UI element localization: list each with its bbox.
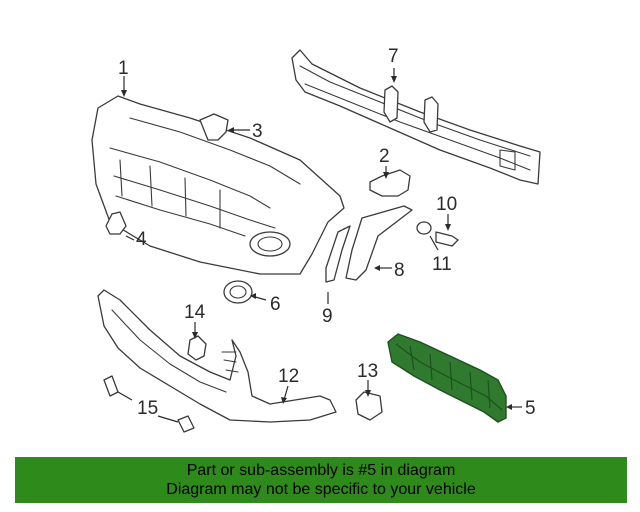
part-10-bolt <box>435 231 459 247</box>
callout-2: 2 <box>379 146 390 167</box>
callout-11: 11 <box>432 254 452 275</box>
part-3-bracket <box>199 113 229 141</box>
part-7-reinforcement <box>291 49 541 185</box>
banner-line-2: Diagram may not be specific to your vehi… <box>166 481 476 498</box>
callout-labels: 1 7 3 2 10 4 11 8 6 9 14 12 13 5 15 <box>118 46 536 419</box>
callout-15: 15 <box>137 398 158 419</box>
callout-13: 13 <box>357 361 378 382</box>
banner-line-1: Part or sub-assembly is #5 in diagram <box>186 462 456 479</box>
callout-3: 3 <box>252 121 263 142</box>
callout-4: 4 <box>136 229 147 250</box>
parts-diagram: 1 7 3 2 10 4 11 8 6 9 14 12 13 5 15 <box>91 46 541 433</box>
part-1-bumper-cover <box>91 95 345 275</box>
part-14-clip <box>187 335 207 361</box>
callout-6: 6 <box>270 294 281 315</box>
part-4-clip <box>105 211 127 235</box>
callout-8: 8 <box>394 260 405 281</box>
callout-5: 5 <box>525 398 536 419</box>
part-13-bracket <box>355 391 383 421</box>
callout-14: 14 <box>184 302 206 323</box>
callout-10: 10 <box>436 194 457 215</box>
callout-12: 12 <box>278 366 299 387</box>
part-5-highlighted <box>387 333 507 423</box>
callout-9: 9 <box>322 306 333 327</box>
part-11-nut <box>416 221 432 235</box>
info-banner: Part or sub-assembly is #5 in diagram Di… <box>15 457 627 503</box>
callout-7: 7 <box>388 46 399 67</box>
part-6-emblem <box>223 280 253 304</box>
callout-1: 1 <box>118 58 129 79</box>
part-12-lower-absorber <box>97 289 337 423</box>
part-8-trim <box>345 205 413 281</box>
part-2-bracket <box>369 169 411 197</box>
part-9-trim <box>325 225 351 283</box>
part-15-clips <box>103 375 195 433</box>
leader-lines <box>117 68 522 423</box>
